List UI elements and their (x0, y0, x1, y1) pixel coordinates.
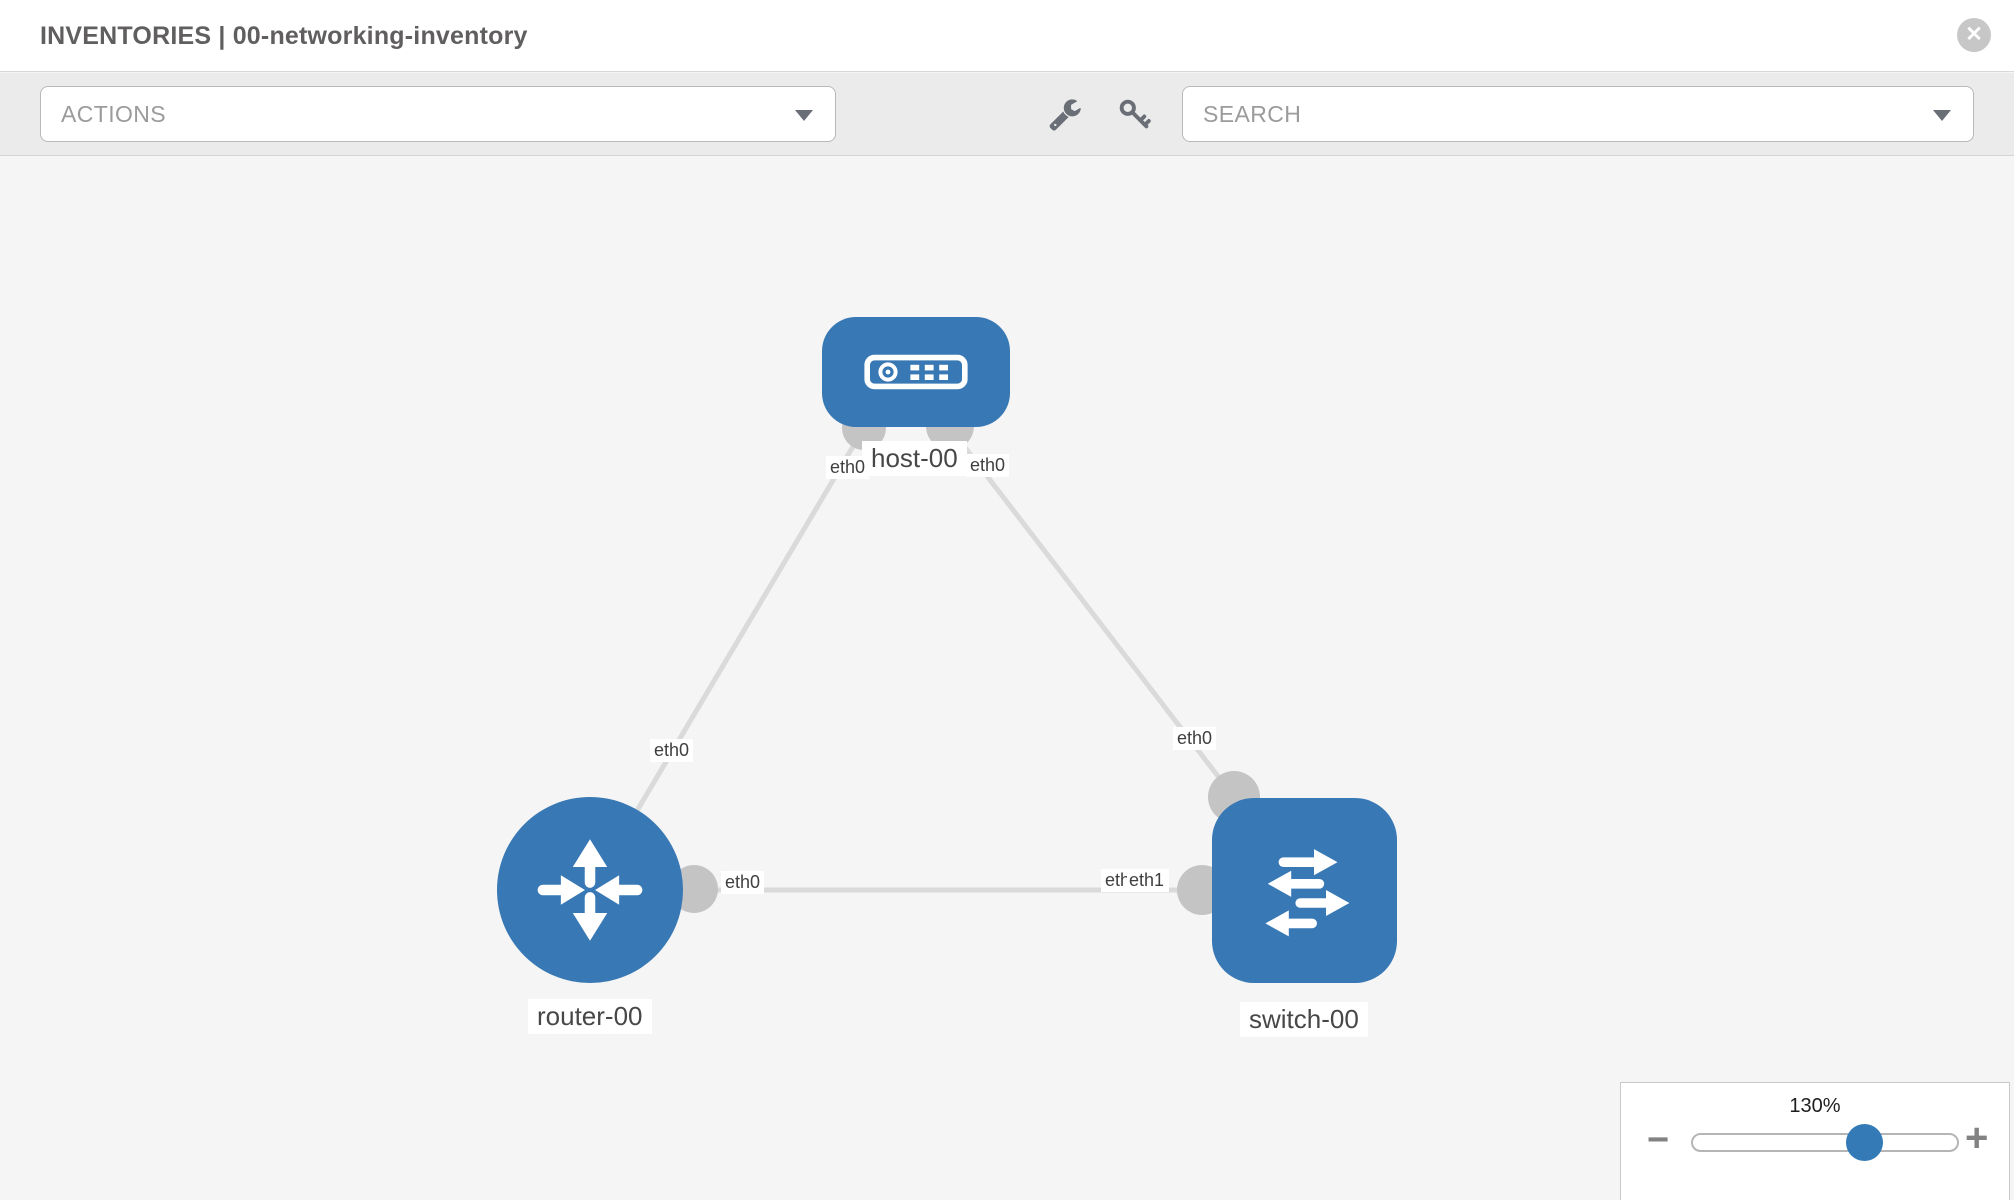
zoom-in-button[interactable]: + (1965, 1116, 1989, 1160)
zoom-slider-thumb[interactable] (1846, 1124, 1883, 1161)
iface-label-switch-overlapping: eth0 eth1 (1101, 869, 1171, 897)
actions-dropdown-label: ACTIONS (61, 101, 167, 127)
zoom-control-panel: 130% − + (1620, 1082, 2010, 1200)
iface-label-host-eth0-left: eth0 (826, 456, 870, 479)
chevron-down-icon (1933, 110, 1951, 121)
wrench-icon (1049, 99, 1081, 131)
host-icon (864, 354, 968, 390)
zoom-level-value: 130% (1789, 1095, 1841, 1117)
node-host-00[interactable] (822, 317, 1010, 427)
page-title: INVENTORIES | 00-networking-inventory (40, 22, 528, 50)
node-switch-00[interactable] (1212, 798, 1397, 983)
chevron-down-icon (795, 110, 813, 121)
search-dropdown-label: SEARCH (1203, 101, 1302, 127)
iface-label-host-eth0-right: eth0 (966, 454, 1010, 477)
toolbar: ACTIONS SEARCH (0, 73, 2014, 156)
actions-dropdown[interactable]: ACTIONS (40, 86, 836, 142)
search-dropdown[interactable]: SEARCH (1182, 86, 1974, 142)
key-icon (1119, 99, 1151, 129)
header-bar: INVENTORIES | 00-networking-inventory ✕ (0, 0, 2014, 72)
topology-canvas[interactable]: host-00 router-00 switch-00 eth0 eth0 et… (0, 156, 2014, 1200)
iface-label-switch-eth0-back: eth0 (1101, 869, 1133, 892)
close-button[interactable]: ✕ (1957, 18, 1991, 52)
zoom-slider-track[interactable] (1691, 1133, 1959, 1152)
iface-label-switch-eth1: eth1 (1127, 869, 1170, 892)
node-router-00[interactable] (497, 797, 683, 983)
close-icon: ✕ (1965, 23, 1983, 46)
node-label-host-00: host-00 (862, 441, 967, 476)
node-label-switch-00: switch-00 (1240, 1002, 1368, 1037)
configure-tools-button[interactable] (1048, 97, 1084, 133)
iface-label-router-eth0-top: eth0 (650, 739, 694, 762)
credentials-button[interactable] (1117, 97, 1153, 133)
links-layer (587, 402, 1303, 915)
iface-label-router-eth0-right: eth0 (721, 871, 765, 894)
iface-label-switch-eth0-top: eth0 (1173, 727, 1217, 750)
switch-icon (1264, 848, 1349, 936)
node-label-router-00: router-00 (528, 999, 652, 1034)
zoom-out-button[interactable]: − (1647, 1119, 1670, 1161)
router-icon (537, 839, 643, 941)
